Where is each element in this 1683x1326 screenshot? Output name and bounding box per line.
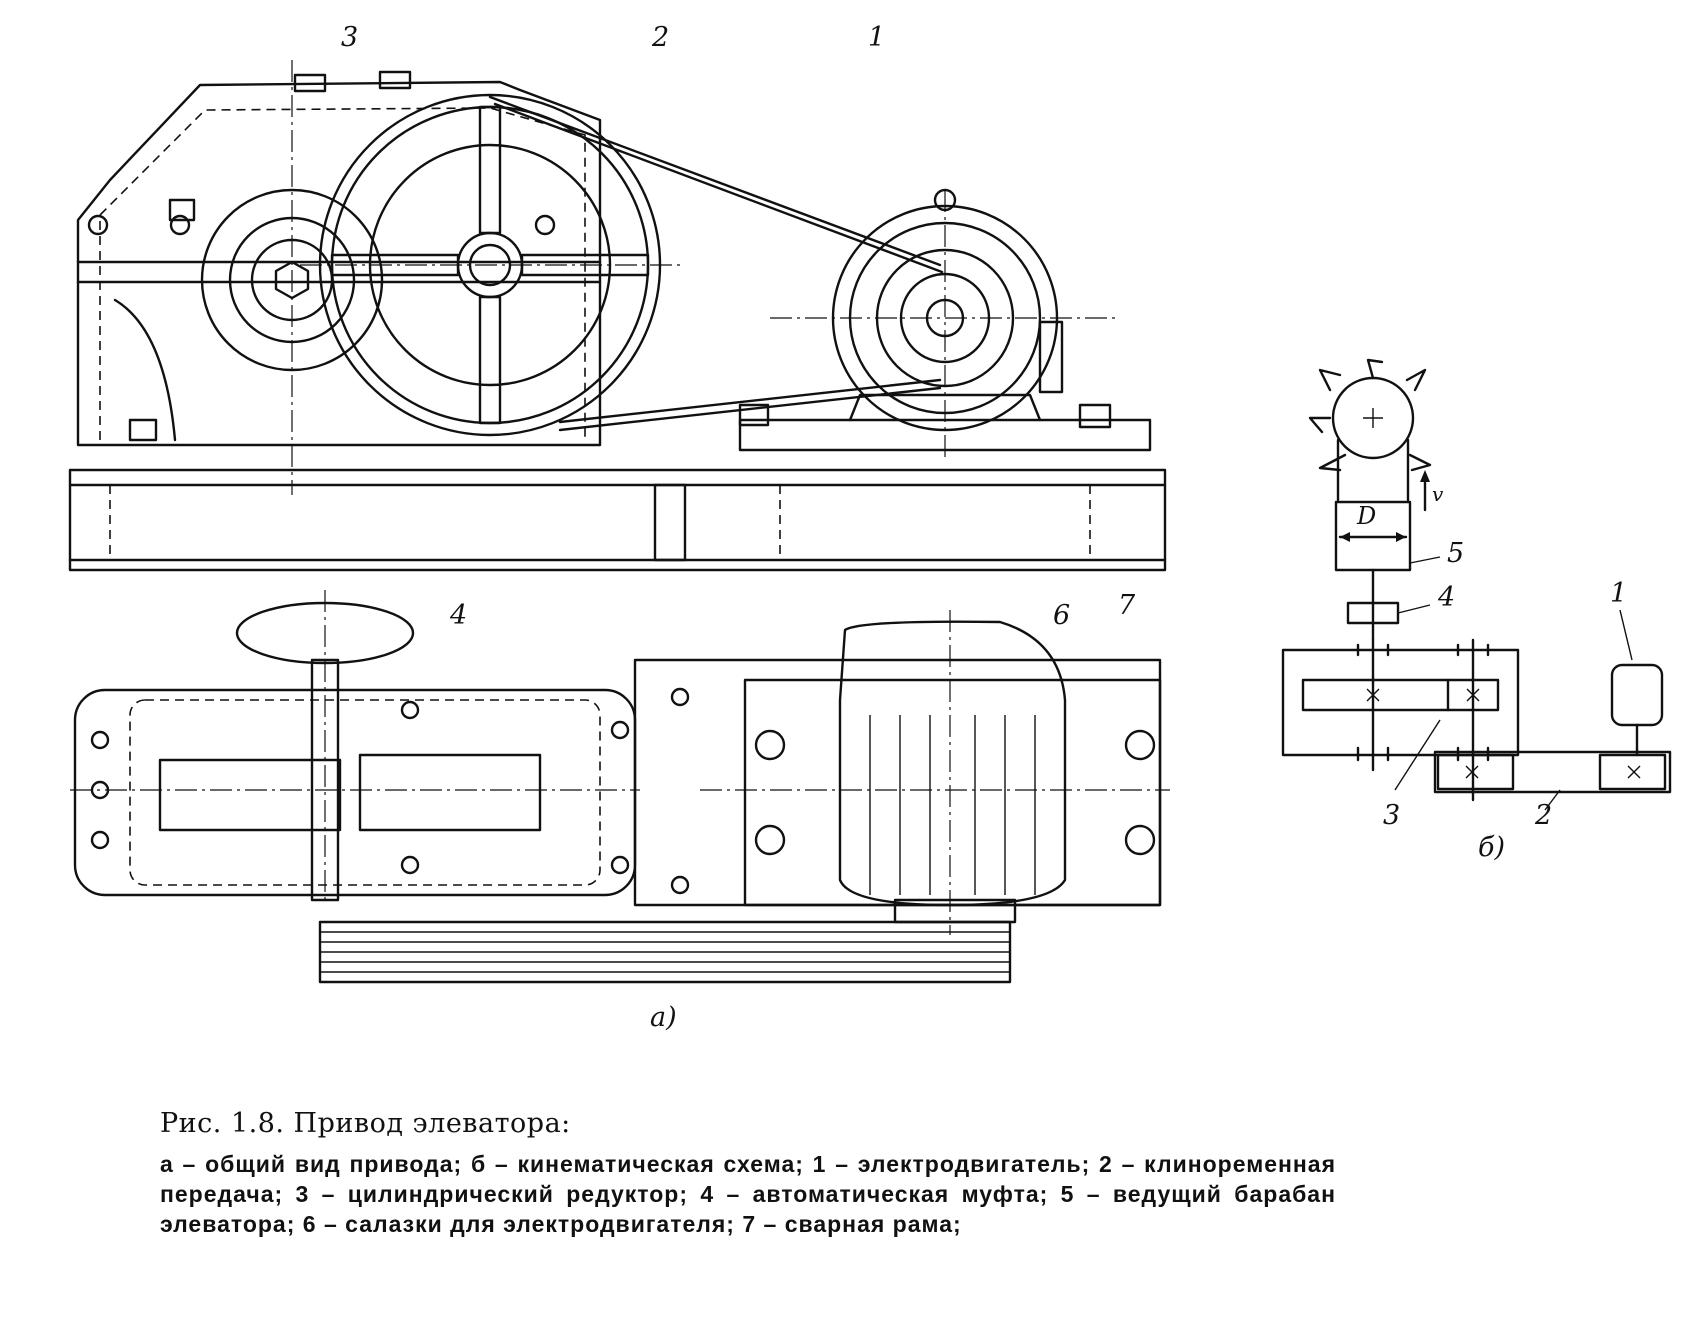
scheme-motor (1610, 663, 1664, 727)
v-belt-lower (558, 378, 942, 424)
large-pulley (300, 93, 680, 437)
motor-side (770, 188, 1120, 460)
gearbox-housing (76, 80, 602, 447)
label-frame: 7 (1118, 590, 1136, 621)
label-view-b: б) (1478, 832, 1506, 863)
label-scheme-gearbox: 3 (1383, 800, 1401, 831)
label-view-a: а) (650, 1002, 677, 1033)
caption-body: а – общий вид привода; б – кинематическа… (160, 1151, 1336, 1237)
frame-plan (633, 658, 1162, 907)
base-frame (68, 468, 1167, 572)
label-scheme-drum: 5 (1447, 538, 1465, 569)
figure-caption: Рис. 1.8. Привод элеватора: а – общий ви… (160, 1108, 1336, 1239)
label-coupling: 4 (450, 600, 468, 631)
label-speed: v (1432, 482, 1444, 506)
label-gearbox: 3 (341, 22, 359, 53)
label-motor: 1 (868, 22, 886, 53)
caption-title: Рис. 1.8. Привод элеватора: (160, 1108, 571, 1139)
label-slide: 6 (1053, 600, 1071, 631)
label-drum-d: D (1357, 502, 1377, 530)
motor-slide (738, 418, 1152, 452)
label-scheme-belt: 2 (1535, 800, 1553, 831)
belt-plan (318, 898, 1017, 984)
side-view (68, 60, 1167, 572)
motor-plan (700, 610, 1170, 935)
v-belt-upper (488, 95, 942, 267)
label-scheme-motor: 1 (1610, 578, 1628, 609)
label-scheme-coupling: 4 (1438, 582, 1456, 613)
kinematic-scheme (1281, 358, 1672, 811)
scheme-belt-drive (1433, 750, 1672, 794)
scheme-gearbox (1281, 648, 1520, 757)
label-belt: 2 (652, 22, 670, 53)
plan-view (70, 590, 1170, 984)
